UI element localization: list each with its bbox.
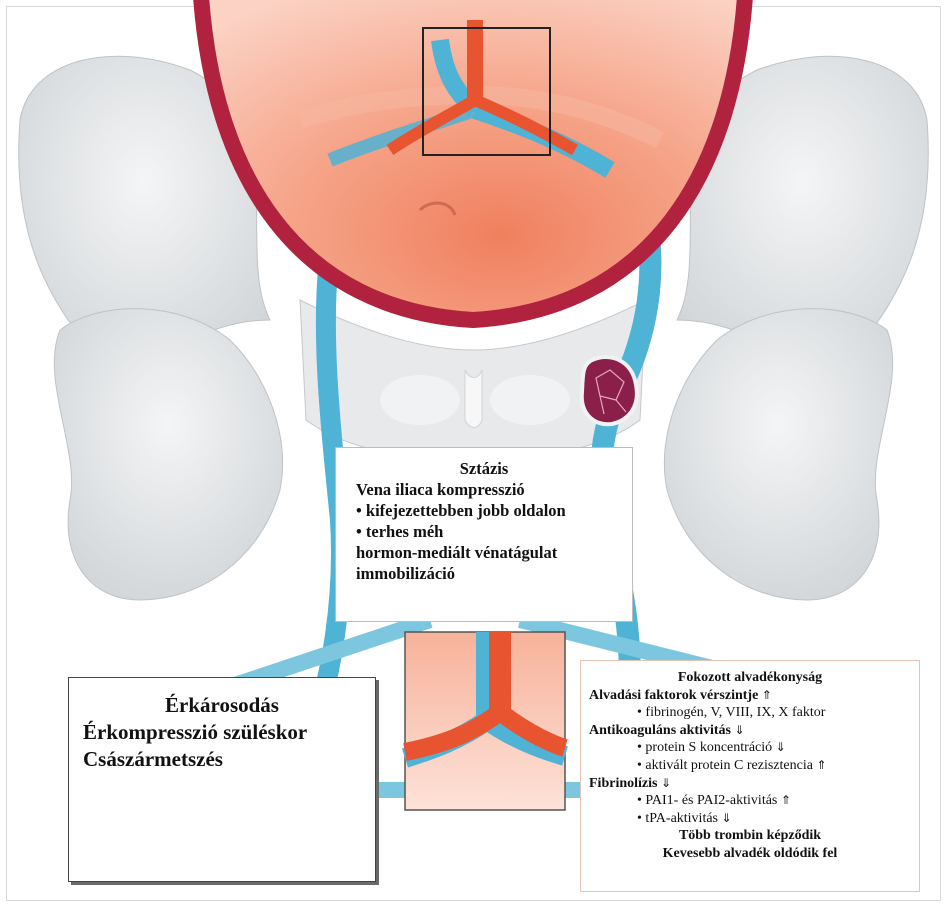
- summary-line: Több trombin képződik: [589, 827, 911, 845]
- stasis-line: hormon-mediált vénatágulat: [356, 542, 632, 563]
- stasis-line: • terhes méh: [356, 521, 632, 542]
- vessel-damage-line: Érkompresszió szüléskor: [83, 719, 375, 746]
- down-arrow-icon: ⇓: [734, 723, 744, 737]
- up-arrow-icon: ⇑: [816, 758, 826, 772]
- thrombus: [582, 357, 637, 424]
- protein-s-text: • protein S koncentráció: [637, 740, 772, 755]
- protein-s-item: • protein S koncentráció ⇓: [589, 739, 919, 757]
- fibrinolysis-heading: Fibrinolízis ⇓: [589, 775, 919, 793]
- tpa-item: • tPA-aktivitás ⇓: [589, 810, 919, 828]
- up-arrow-icon: ⇑: [762, 688, 772, 702]
- vessel-inset: [405, 632, 565, 810]
- down-arrow-icon: ⇓: [722, 811, 732, 825]
- stasis-line: immobilizáció: [356, 563, 632, 584]
- factors-heading-text: Alvadási faktorok vérszintje: [589, 688, 758, 703]
- vessel-damage-title: Érkárosodás: [83, 692, 361, 719]
- down-arrow-icon: ⇓: [776, 740, 786, 754]
- stasis-line: • kifejezettebben jobb oldalon: [356, 500, 632, 521]
- up-arrow-icon: ⇑: [781, 793, 791, 807]
- factors-heading: Alvadási faktorok vérszintje ⇑: [589, 687, 919, 705]
- stasis-title: Sztázis: [356, 458, 612, 479]
- stasis-line: Vena iliaca kompresszió: [356, 479, 632, 500]
- pai-text: • PAI1- és PAI2-aktivitás: [637, 793, 777, 808]
- right-ischium: [664, 309, 892, 600]
- anticoag-heading: Antikoaguláns aktivitás ⇓: [589, 722, 919, 740]
- apc-item: • aktivált protein C rezisztencia ⇑: [589, 757, 919, 775]
- tpa-text: • tPA-aktivitás: [637, 811, 718, 826]
- left-ischium: [54, 309, 282, 600]
- summary-line: Kevesebb alvadék oldódik fel: [589, 845, 911, 863]
- hypercoagulability-box: Fokozott alvadékonyság Alvadási faktorok…: [580, 660, 920, 892]
- down-arrow-icon: ⇓: [661, 776, 671, 790]
- factors-item: • fibrinogén, V, VIII, IX, X faktor: [589, 704, 919, 722]
- hypercoagulability-title: Fokozott alvadékonyság: [589, 669, 911, 687]
- apc-text: • aktivált protein C rezisztencia: [637, 758, 813, 773]
- pai-item: • PAI1- és PAI2-aktivitás ⇑: [589, 792, 919, 810]
- anticoag-heading-text: Antikoaguláns aktivitás: [589, 723, 731, 738]
- vessel-damage-box: Érkárosodás Érkompresszió szüléskor Csás…: [68, 677, 376, 882]
- fibrinolysis-heading-text: Fibrinolízis: [589, 776, 657, 791]
- vessel-damage-line: Császármetszés: [83, 746, 375, 773]
- stasis-box: Sztázis Vena iliaca kompresszió • kifeje…: [335, 447, 633, 622]
